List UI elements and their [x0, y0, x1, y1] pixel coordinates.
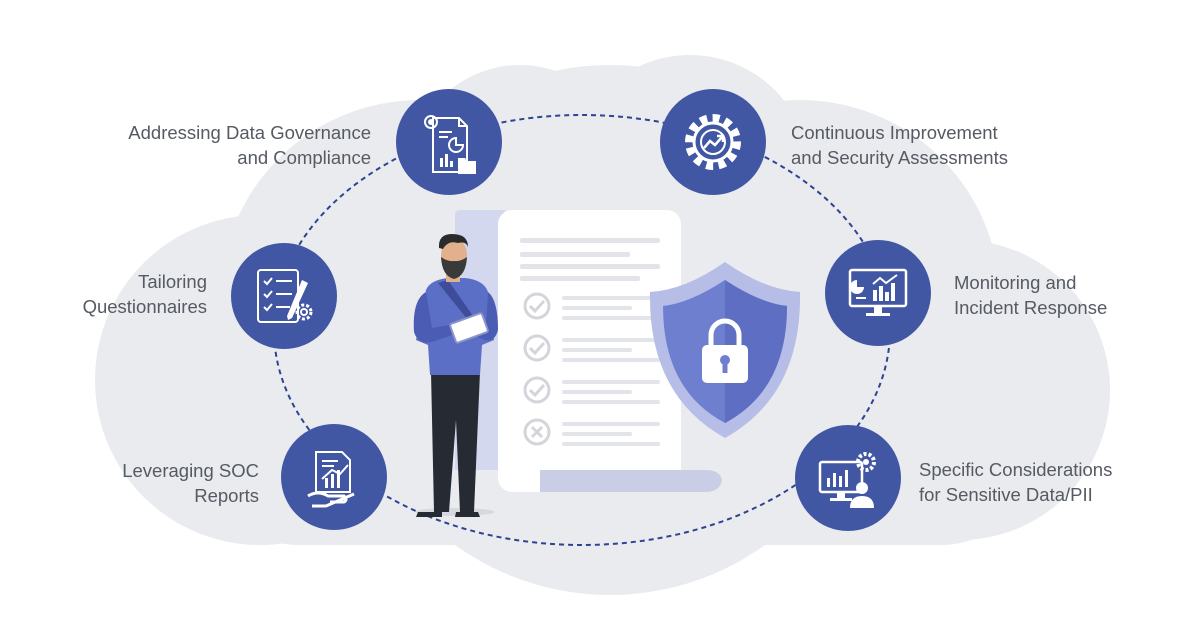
- label-continuous-improvement-line2: and Security Assessments: [791, 147, 1008, 168]
- node-soc-reports: [281, 424, 387, 530]
- label-sensitive-data-line1: Specific Considerations: [919, 459, 1113, 480]
- label-monitoring: Monitoring and Incident Response: [954, 270, 1107, 320]
- label-tailoring-line1: Tailoring: [138, 271, 207, 292]
- label-continuous-improvement-line1: Continuous Improvement: [791, 122, 998, 143]
- node-monitoring: [825, 240, 931, 346]
- report-hand-icon: [307, 451, 355, 508]
- monitor-chart-icon: [848, 268, 908, 316]
- node-data-governance: [396, 89, 502, 195]
- label-data-governance-line1: Addressing Data Governance: [128, 122, 371, 143]
- label-data-governance: Addressing Data Governance and Complianc…: [128, 120, 371, 170]
- node-sensitive-data: [795, 425, 901, 531]
- label-soc-reports-line2: Reports: [194, 485, 259, 506]
- person-tablet-icon: [413, 234, 498, 517]
- label-continuous-improvement: Continuous Improvement and Security Asse…: [791, 120, 1008, 170]
- monitor-user-gear-icon: [818, 452, 876, 508]
- label-sensitive-data-line2: for Sensitive Data/PII: [919, 484, 1093, 505]
- label-soc-reports-line1: Leveraging SOC: [122, 460, 259, 481]
- node-tailoring: [231, 243, 337, 349]
- gear-trend-icon: [685, 114, 741, 170]
- label-sensitive-data: Specific Considerations for Sensitive Da…: [919, 457, 1112, 507]
- label-data-governance-line2: and Compliance: [237, 147, 371, 168]
- document-gear-chart-icon: [424, 115, 476, 174]
- checklist-pen-icon: [257, 269, 313, 323]
- label-tailoring-line2: Questionnaires: [82, 296, 207, 317]
- label-tailoring: Tailoring Questionnaires: [83, 269, 207, 319]
- node-continuous-improvement: [660, 89, 766, 195]
- label-monitoring-line2: Incident Response: [954, 297, 1108, 318]
- label-monitoring-line1: Monitoring and: [954, 272, 1077, 293]
- label-soc-reports: Leveraging SOC Reports: [122, 458, 259, 508]
- shield-lock-icon: [649, 262, 801, 438]
